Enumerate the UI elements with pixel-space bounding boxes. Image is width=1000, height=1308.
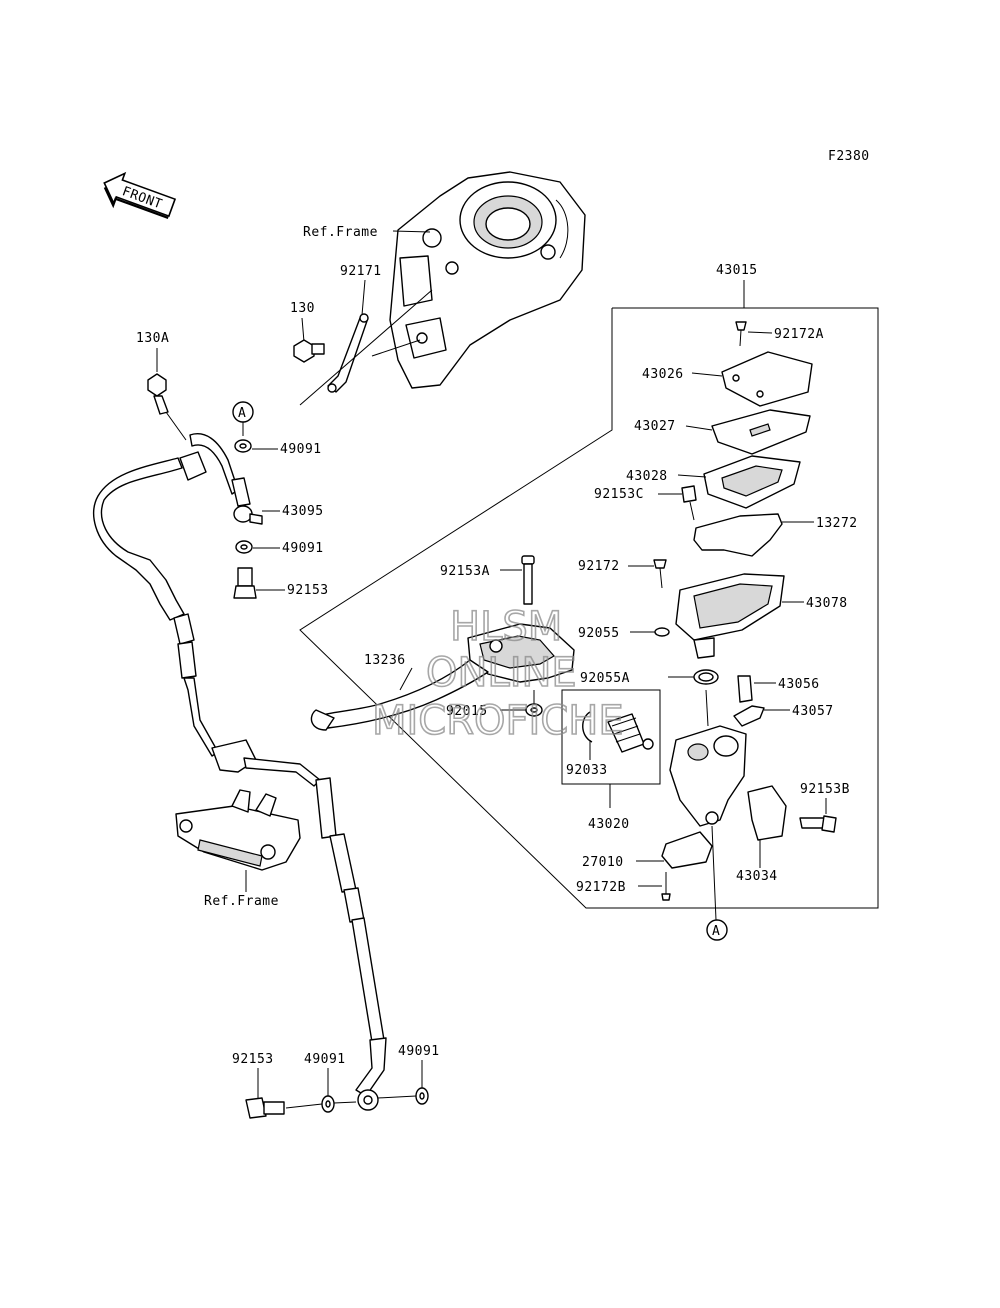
figure-code: F2380: [828, 149, 870, 164]
assembly-outline: [299, 307, 879, 909]
label-92153B: 92153B: [800, 782, 850, 797]
watermark: HLSM ONLINE MICROFICHE: [371, 603, 624, 745]
label-43034: 43034: [736, 869, 778, 884]
label-92172A: 92172A: [774, 327, 824, 342]
label-92153-top: 92153: [287, 583, 329, 598]
label-92172B: 92172B: [576, 880, 626, 895]
watermark-line-2: ONLINE: [426, 650, 577, 696]
front-arrow-icon: FRONT: [103, 171, 177, 219]
label-13236: 13236: [364, 653, 406, 668]
label-43057: 43057: [792, 704, 834, 719]
label-43078: 43078: [806, 596, 848, 611]
label-49091-bottom-2: 49091: [398, 1044, 440, 1059]
upper-frame-drawing: [389, 171, 586, 389]
label-43015: 43015: [716, 263, 758, 278]
label-49091-mid: 49091: [282, 541, 324, 556]
label-92033: 92033: [566, 763, 608, 778]
callout-a-top: A: [238, 406, 246, 421]
label-92171: 92171: [340, 264, 382, 279]
watermark-line-3: MICROFICHE: [372, 698, 624, 744]
label-92153A: 92153A: [440, 564, 490, 579]
label-92172: 92172: [578, 559, 620, 574]
master-cylinder-drawing: [669, 689, 747, 827]
label-43027: 43027: [634, 419, 676, 434]
label-92015: 92015: [446, 704, 488, 719]
watermark-line-1: HLSM: [450, 604, 562, 650]
label-27010: 27010: [582, 855, 624, 870]
label-92153C: 92153C: [594, 487, 644, 502]
label-43026: 43026: [642, 367, 684, 382]
callout-a-bottom: A: [712, 924, 720, 939]
clutch-hose-drawing: [93, 433, 387, 1097]
label-92055A: 92055A: [580, 671, 630, 686]
label-43028: 43028: [626, 469, 668, 484]
label-43056: 43056: [778, 677, 820, 692]
label-43020: 43020: [588, 817, 630, 832]
label-49091-bottom-1: 49091: [304, 1052, 346, 1067]
label-130: 130: [290, 301, 315, 316]
label-92055: 92055: [578, 626, 620, 641]
ref-frame-upper-label: Ref.Frame: [303, 225, 378, 240]
label-130A: 130A: [136, 331, 169, 346]
label-13272: 13272: [816, 516, 858, 531]
clutch-lever-drawing: [310, 623, 575, 731]
lower-frame-drawing: [175, 789, 301, 871]
label-49091-top: 49091: [280, 442, 322, 457]
label-92153-bottom: 92153: [232, 1052, 274, 1067]
label-43095: 43095: [282, 504, 324, 519]
ref-frame-lower-label: Ref.Frame: [204, 894, 279, 909]
